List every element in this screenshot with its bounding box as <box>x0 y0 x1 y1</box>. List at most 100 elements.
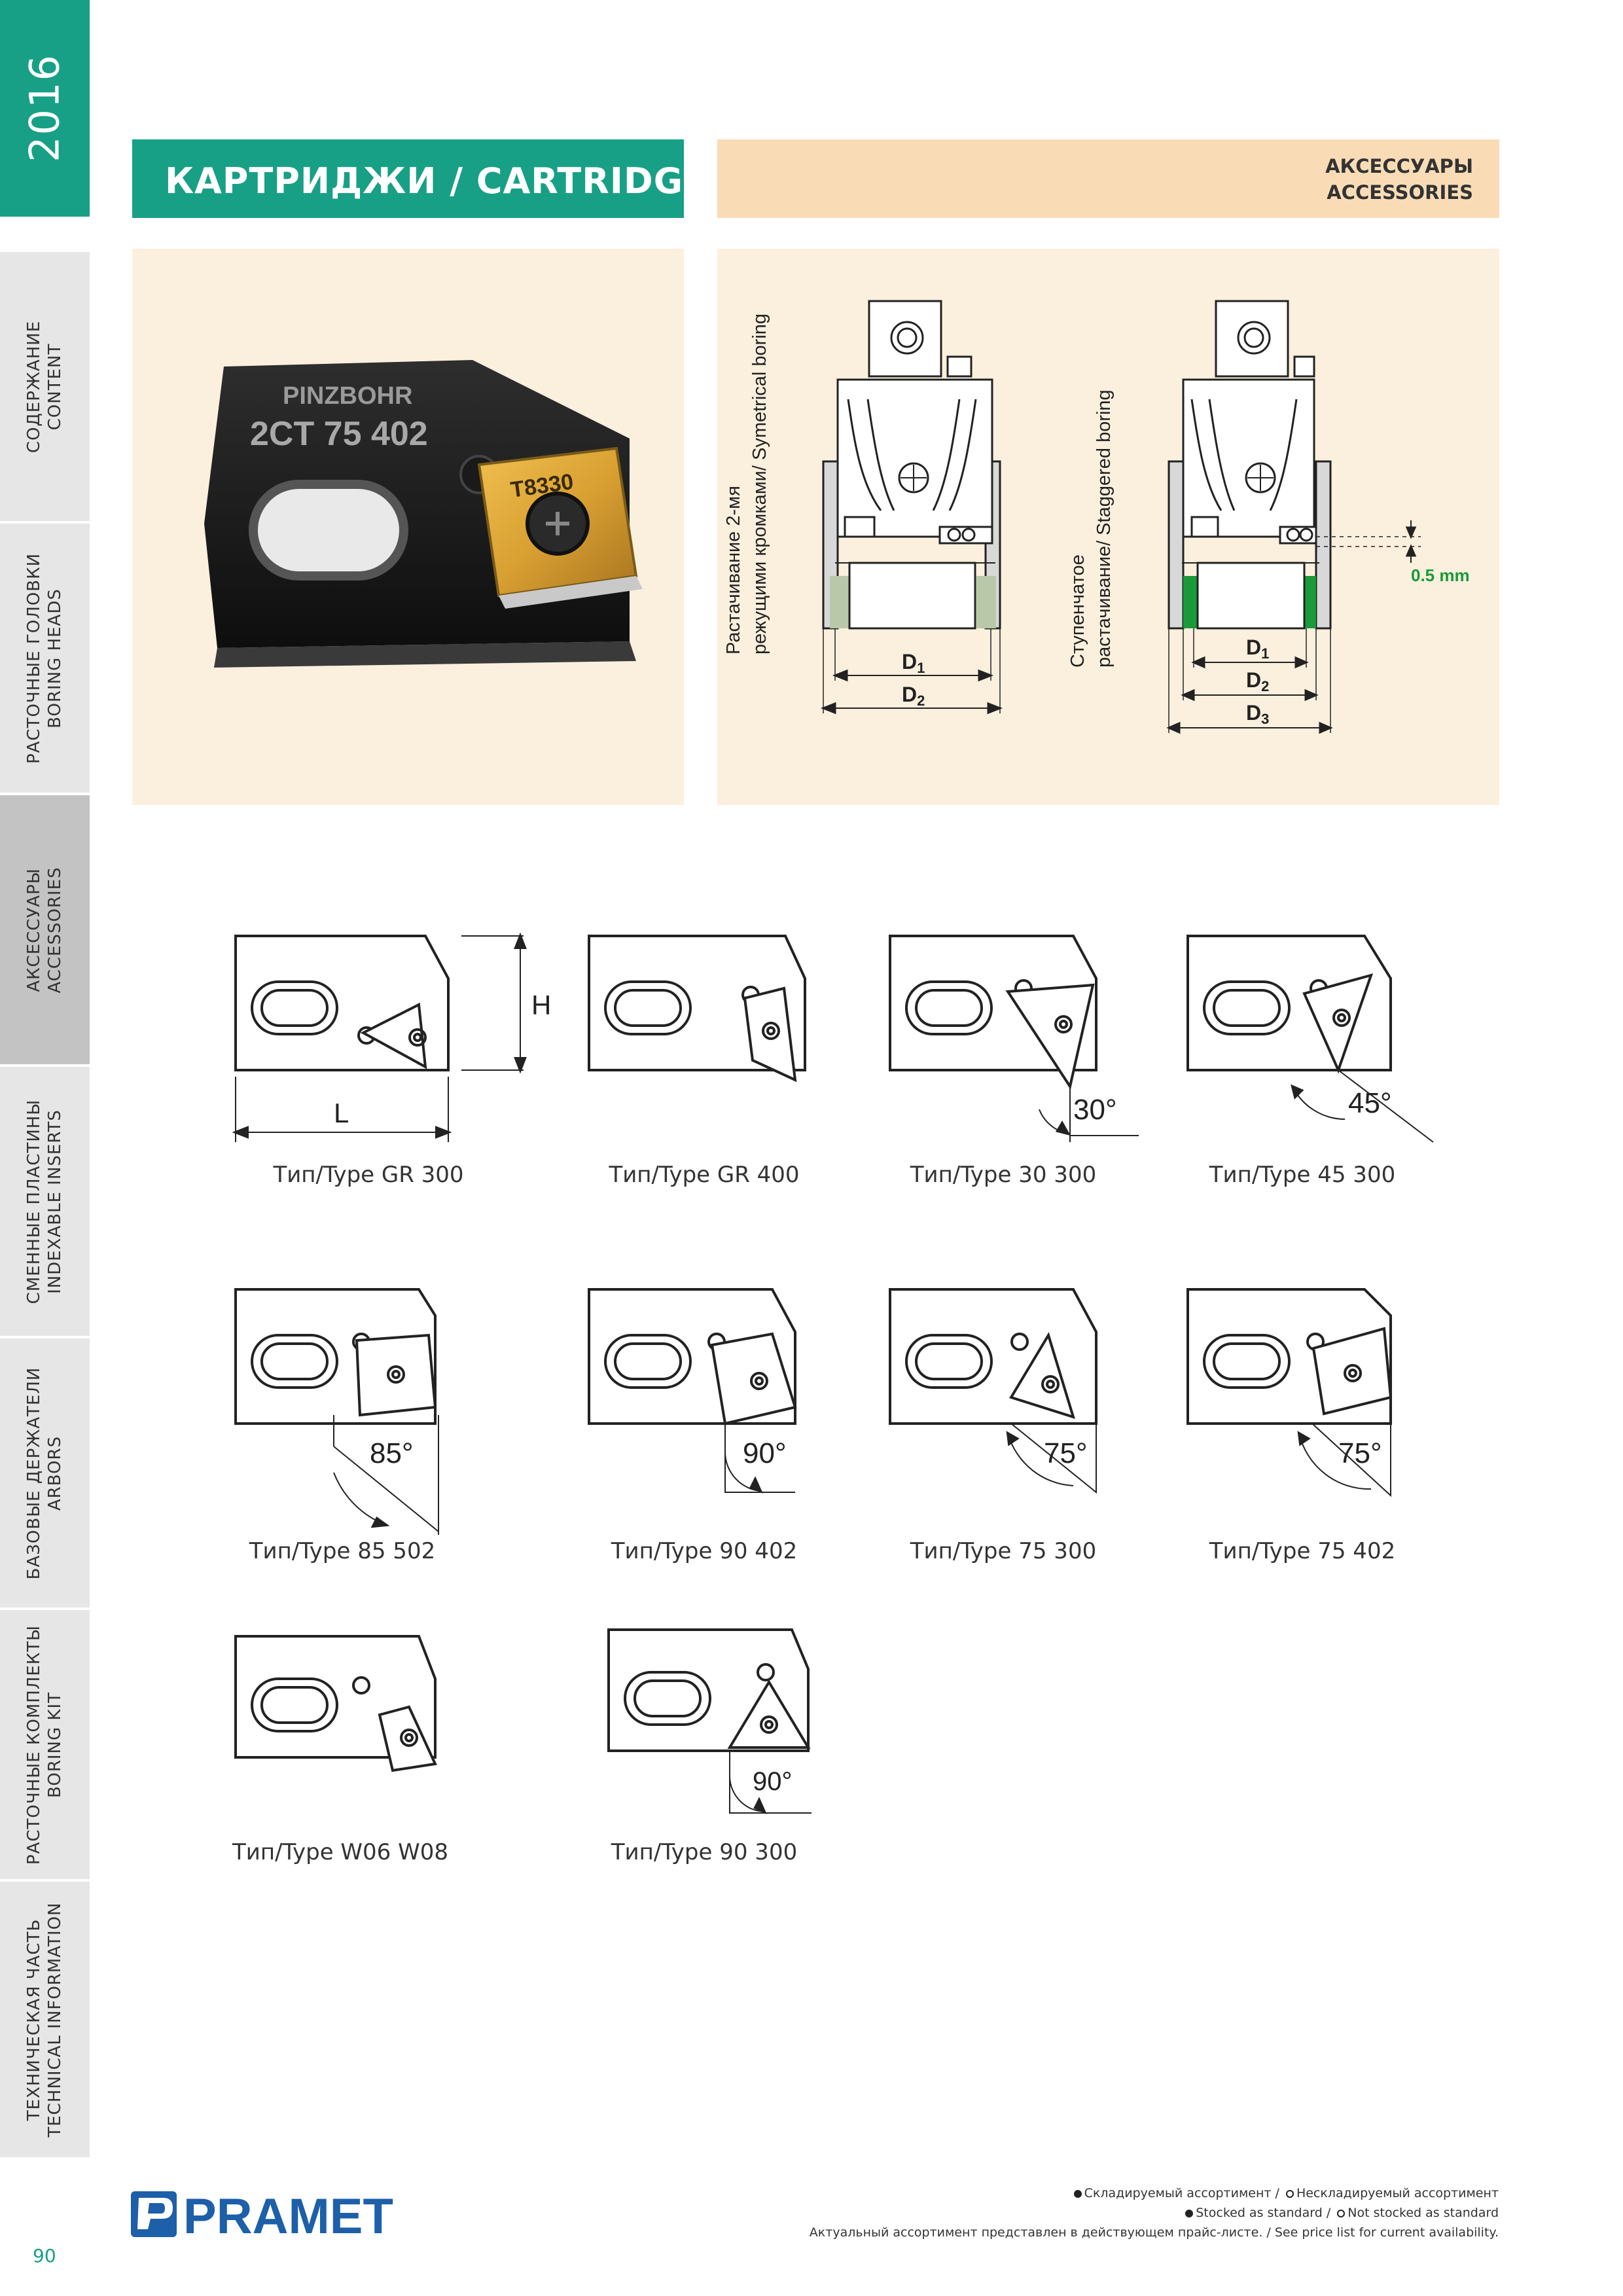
sidebar-item-label-en: BORING KIT <box>45 1691 65 1798</box>
angle-label: 75° <box>1044 1437 1088 1469</box>
symmetric-caption-2: режущими кромками/ Symetrical boring <box>749 314 770 655</box>
sidebar-item-label-ru: РАСТОЧНЫЕ ГОЛОВКИ <box>24 552 44 764</box>
cartridge-label: Тип/Type 75 300 <box>910 1538 1097 1564</box>
cartridge-label: Тип/Type 45 300 <box>1209 1162 1396 1188</box>
symmetric-d1-sub: 1 <box>917 660 925 676</box>
stocked-dot-icon <box>1185 2209 1194 2217</box>
sidebar-item-label-ru: ТЕХНИЧЕСКАЯ ЧАСТЬ <box>24 1918 44 2121</box>
angle-label: 85° <box>370 1437 414 1469</box>
angle-label: 45° <box>1348 1087 1392 1119</box>
page-number: 90 <box>33 2245 56 2267</box>
sidebar-item-label-ru: АКСЕССУАРЫ <box>24 867 44 992</box>
pramet-logo-text: PRAMET <box>183 2189 393 2238</box>
svg-text:D3: D3 <box>1246 701 1269 727</box>
cartridge-label: Тип/Type 75 402 <box>1209 1538 1396 1564</box>
offset-label: 0.5 mm <box>1411 565 1470 585</box>
sidebar-item-label-en: BORING HEADS <box>45 588 65 728</box>
staggered-caption-1: Ступенчатое <box>1067 554 1088 668</box>
staggered-d1-sub: 1 <box>1261 645 1269 662</box>
cartridge-drawing-w06-w08 <box>234 1635 437 1772</box>
cartridge-label: Тип/Type GR 300 <box>273 1162 464 1188</box>
section-banner: АКСЕССУАРЫ ACCESSORIES <box>717 139 1499 218</box>
stocked-dot-icon <box>1073 2189 1082 2198</box>
cartridge-drawing-gr-300: H L <box>232 932 551 1142</box>
pramet-logo: PRAMET <box>131 2189 393 2238</box>
sidebar-item-label-en: ACCESSORIES <box>45 866 65 994</box>
sidebar-item-label-en: INDEXABLE INSERTS <box>45 1109 65 1294</box>
symmetric-boring-diagram <box>820 300 1003 715</box>
staggered-caption-2: растачивание/ Staggered boring <box>1094 389 1115 668</box>
cartridge-drawing-gr-400 <box>588 935 806 1083</box>
sidebar-item-label-ru: СОДЕРЖАНИЕ <box>24 320 44 453</box>
svg-text:D1: D1 <box>902 650 925 676</box>
boring-diagrams: Растачивание 2-мя режущими кромками/ Sym… <box>723 300 1470 734</box>
cartridge-drawing-90-300: 90° <box>607 1628 812 1814</box>
not-stocked-dot-icon <box>1285 2189 1294 2198</box>
boring-diagram-panel: Растачивание 2-мя режущими кромками/ Sym… <box>717 249 1499 805</box>
angle-label: 75° <box>1338 1437 1382 1469</box>
dim-l-label: L <box>334 1098 349 1128</box>
cartridge-photo: PINZBOHR 2CT 75 402 T8330 <box>204 360 643 668</box>
sidebar-item-label-en: ARBORS <box>45 1435 65 1511</box>
cartridge-label: Тип/Type 85 502 <box>249 1538 436 1564</box>
slot-hole <box>249 480 408 581</box>
legend-line-en: Stocked as standard / Not stocked as sta… <box>810 2203 1499 2223</box>
symmetric-caption-1: Растачивание 2-мя <box>723 486 744 655</box>
stock-legend: Складируемый ассортимент / Нескладируемы… <box>810 2183 1499 2242</box>
sidebar-item-label-en: TECHNICAL INFORMATION <box>45 1901 65 2138</box>
cartridge-drawing-45-300: 45° <box>1186 935 1434 1143</box>
symmetric-d2-label: D <box>902 683 917 706</box>
sidebar-item-label-ru: БАЗОВЫЕ ДЕРЖАТЕЛИ <box>24 1367 44 1579</box>
legend-not-stocked-en: Not stocked as standard <box>1347 2206 1499 2220</box>
svg-text:D2: D2 <box>902 683 925 709</box>
cartridge-label: Тип/Type W06 W08 <box>232 1839 449 1865</box>
pramet-logo-mark <box>131 2191 177 2237</box>
symmetric-d1-label: D <box>902 650 917 673</box>
angle-label: 90° <box>743 1437 787 1469</box>
not-stocked-dot-icon <box>1337 2209 1346 2217</box>
cartridge-label: Тип/Type 30 300 <box>910 1162 1097 1188</box>
svg-text:D1: D1 <box>1246 636 1269 662</box>
angle-label: 90° <box>753 1767 793 1796</box>
legend-price-note: Актуальный ассортимент представлен в дей… <box>809 2225 1499 2240</box>
cartridge-drawing-90-402: 90° <box>588 1288 797 1494</box>
dim-h-label: H <box>531 990 551 1020</box>
staggered-boring-diagram <box>1166 300 1421 734</box>
year-tab: 2016 <box>0 0 90 217</box>
sidebar-item-label-ru: СМЕННЫЕ ПЛАСТИНЫ <box>24 1099 44 1304</box>
staggered-d3-sub: 3 <box>1261 711 1269 727</box>
page-title-banner: КАРТРИДЖИ / CARTRIDGES <box>132 139 734 218</box>
staggered-d2-sub: 2 <box>1261 678 1269 694</box>
page-title: КАРТРИДЖИ / CARTRIDGES <box>165 160 734 202</box>
year-label: 2016 <box>20 54 69 162</box>
staggered-d3-label: D <box>1246 701 1261 725</box>
svg-text:D2: D2 <box>1246 668 1269 694</box>
cartridge-drawing-85-502: 85° <box>234 1288 439 1535</box>
legend-stocked-en: Stocked as standard / <box>1196 2206 1331 2220</box>
section-title-en: ACCESSORIES <box>1327 181 1473 204</box>
legend-not-stocked-ru: Нескладируемый ассортимент <box>1296 2186 1499 2200</box>
cartridge-drawing-30-300: 30° <box>889 935 1139 1142</box>
cartridge-label: Тип/Type 90 402 <box>611 1538 798 1564</box>
staggered-d2-label: D <box>1246 668 1261 692</box>
staggered-d1-label: D <box>1246 636 1261 659</box>
angle-label: 30° <box>1073 1094 1117 1126</box>
cartridge-label: Тип/Type 90 300 <box>611 1839 798 1865</box>
product-photo-panel: PINZBOHR 2CT 75 402 T8330 <box>132 249 684 805</box>
cartridge-drawing-75-300: 75° <box>889 1288 1097 1494</box>
legend-line-ru: Складируемый ассортимент / Нескладируемы… <box>810 2183 1499 2203</box>
sidebar-item-label-ru: РАСТОЧНЫЕ КОМПЛЕКТЫ <box>24 1624 44 1865</box>
cartridge-drawing-75-402: 75° <box>1186 1288 1393 1498</box>
legend-stocked-ru: Складируемый ассортимент / <box>1084 2186 1279 2200</box>
section-title-ru: АКСЕССУАРЫ <box>1325 155 1473 177</box>
photo-brand: PINZBOHR <box>283 382 412 410</box>
cartridge-label: Тип/Type GR 400 <box>609 1162 800 1188</box>
